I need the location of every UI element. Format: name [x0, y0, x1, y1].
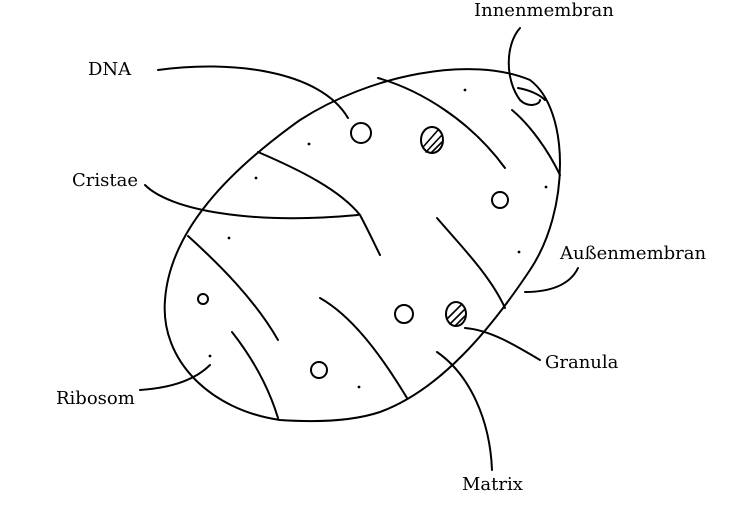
leader-innenmembran	[507, 27, 541, 106]
label-matrix: Matrix	[462, 474, 523, 495]
label-innenmembran: Innenmembran	[474, 0, 614, 21]
small-ring-bottom	[310, 361, 328, 379]
ribosome-dot	[357, 385, 361, 389]
crista-inner-fold	[517, 87, 546, 101]
ribosome-dot	[307, 142, 311, 146]
small-ring-center	[394, 304, 414, 324]
crista-center-lower	[319, 297, 408, 399]
crista-upper-left	[257, 151, 381, 256]
leader-aussenmembran	[524, 267, 579, 293]
small-ring-right	[491, 191, 509, 209]
granule-upper	[420, 126, 444, 154]
label-aussenmembran: Außenmembran	[559, 243, 707, 264]
label-ribosom: Ribosom	[56, 388, 135, 409]
crista-left-upper	[187, 235, 279, 341]
label-granula: Granula	[545, 352, 619, 373]
dna-ring	[350, 122, 372, 144]
leader-granula	[464, 327, 541, 361]
ribosome-dot	[517, 250, 521, 254]
leader-ribosom	[139, 364, 211, 391]
ribosome-dot	[227, 236, 231, 240]
crista-top-right	[377, 77, 506, 169]
leader-matrix	[436, 351, 493, 471]
outer-membrane	[163, 68, 561, 423]
label-dna: DNA	[88, 59, 132, 80]
label-cristae: Cristae	[72, 170, 138, 191]
leader-dna	[157, 65, 349, 119]
ribosome-dot	[254, 176, 258, 180]
crista-right-edge	[511, 109, 561, 176]
leader-cristae	[144, 184, 359, 220]
crista-right-middle	[436, 217, 506, 309]
ribosome-dot	[544, 185, 548, 189]
ribosome-dot	[463, 88, 467, 92]
crista-left-lower	[231, 331, 279, 419]
small-ring-left	[197, 293, 209, 305]
ribosome-dot	[208, 354, 212, 358]
granule-lower	[445, 301, 467, 327]
